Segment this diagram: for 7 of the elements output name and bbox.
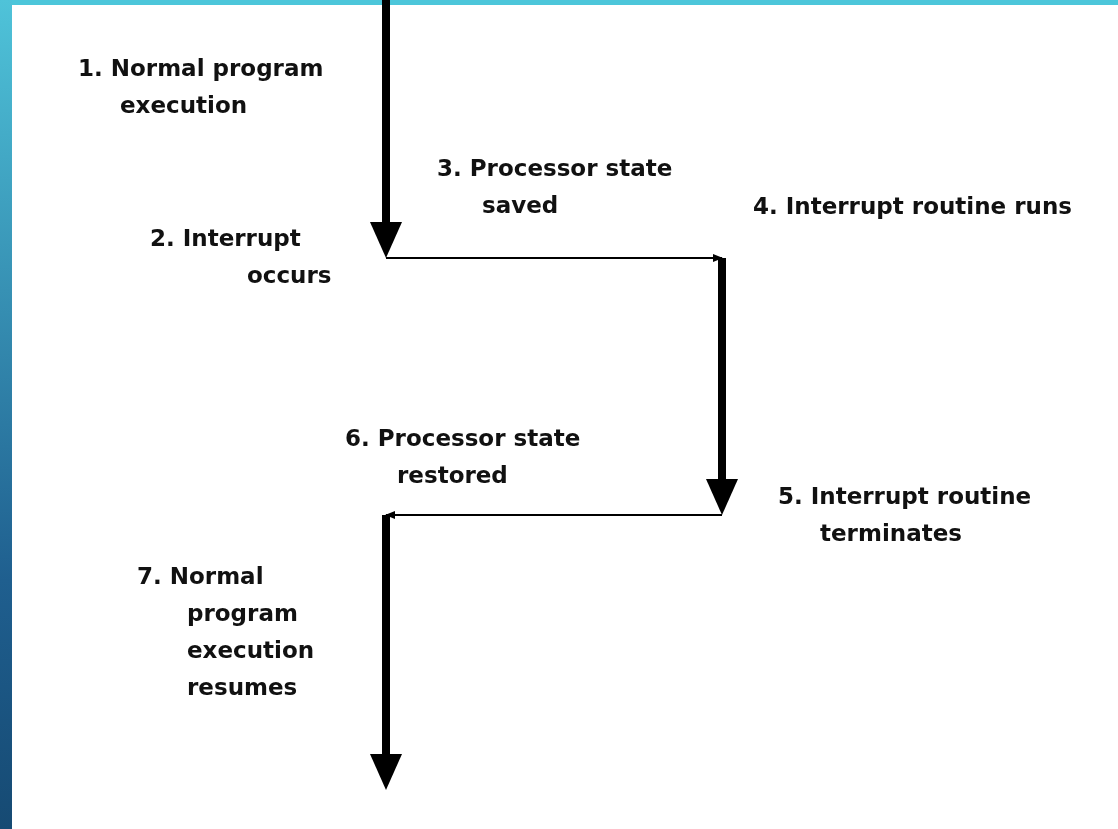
step-label: 5. Interrupt routine terminates xyxy=(778,482,1033,548)
step-label: 2. Interrupt occurs xyxy=(150,224,333,290)
step-label: 7. Normal program execution resumes xyxy=(137,562,316,702)
step-label: 6. Processor state restored xyxy=(345,424,582,490)
step-label: 1. Normal program execution xyxy=(78,54,325,120)
step-label: 4. Interrupt routine runs xyxy=(753,192,1073,221)
step-label: 3. Processor state saved xyxy=(437,154,674,220)
